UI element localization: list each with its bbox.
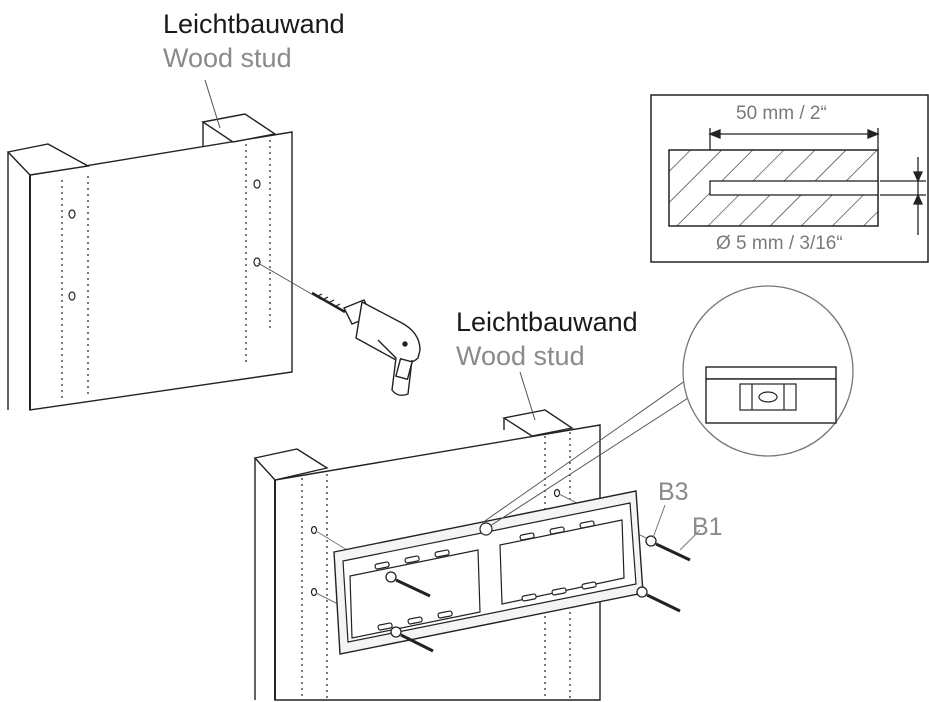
top-wall-section	[6, 79, 323, 411]
top-stud-dotted-lines	[61, 140, 271, 400]
screw-part-label: B1	[692, 513, 723, 541]
top-wall-panel	[29, 131, 293, 411]
drill-icon	[311, 291, 421, 397]
bottom-stud-leader	[519, 371, 536, 421]
top-stud-leader	[204, 79, 221, 129]
top-left-stud	[6, 143, 91, 410]
top-wall-label-de: Leichtbauwand	[163, 9, 345, 39]
diameter-dimension-line	[880, 157, 926, 235]
bottom-wall-label-de: Leichtbauwand	[456, 307, 638, 337]
level-marker	[479, 522, 493, 536]
diameter-dimension-label: Ø 5 mm / 3/16“	[716, 233, 843, 254]
top-wall-label-en: Wood stud	[163, 43, 292, 73]
screw-left-upper	[385, 571, 431, 598]
level-zoom	[682, 285, 854, 457]
bottom-wall-label-en: Wood stud	[456, 341, 585, 371]
bottom-left-stud	[253, 448, 329, 700]
depth-dimension-line	[708, 128, 880, 150]
detail-box	[650, 94, 929, 263]
drill-hole-channel	[709, 180, 879, 196]
screws	[385, 504, 701, 653]
drill-guide-line	[257, 262, 323, 301]
bracket-slots	[374, 520, 597, 631]
screw-right-lower	[636, 586, 681, 613]
washer-part-label: B3	[658, 478, 689, 506]
wall-bracket	[333, 375, 717, 655]
top-right-stud	[201, 113, 277, 146]
top-drill-holes	[68, 179, 261, 301]
depth-dimension-label: 50 mm / 2“	[736, 103, 827, 124]
screw-right-upper	[645, 535, 691, 562]
bottom-right-stud	[502, 409, 574, 437]
screw-left-lower	[390, 626, 434, 653]
